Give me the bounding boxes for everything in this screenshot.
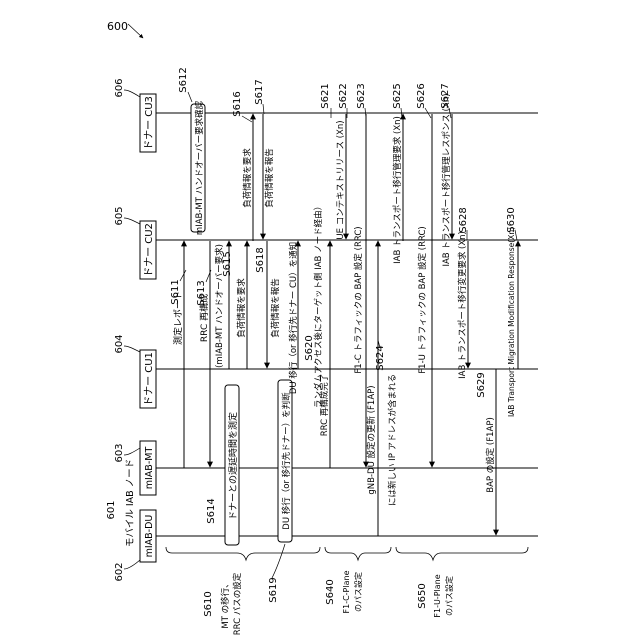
node-mt-ref: 603 bbox=[114, 443, 125, 462]
msg-s625-ref: S625 bbox=[392, 83, 403, 108]
msg-s617-ref: S617 bbox=[254, 79, 265, 104]
phase-p640-line2: のパス設定 bbox=[353, 572, 363, 612]
box-s619-label: DU 移行（or 移行先ドナー）を判断 bbox=[281, 392, 292, 530]
node-cu2-label: ドナー CU2 bbox=[143, 223, 155, 277]
msg-s621-ref: S621 bbox=[320, 83, 331, 108]
box-s612-ref: S612 bbox=[178, 67, 189, 92]
node-du-label: mIAB-DU bbox=[144, 515, 155, 558]
msg-s630-label: IAB Transport Migration Modification Res… bbox=[507, 227, 516, 417]
msg-s617-label: 負荷情報を報告 bbox=[264, 148, 275, 208]
msg-s625-label: IAB トランスポート移行管理要求 (Xn) bbox=[392, 116, 403, 264]
msg-s611-ref: S611 bbox=[170, 279, 181, 304]
figure-number-arrow bbox=[128, 24, 143, 38]
figure-number: 600 bbox=[107, 20, 128, 33]
msg-s630-ref: S630 bbox=[506, 207, 517, 232]
node-group-601: モバイル IAB ノード 601 bbox=[106, 459, 136, 547]
brace-p650 bbox=[396, 547, 528, 560]
msg-s629-label: BAP の設定 (F1AP) bbox=[485, 417, 496, 493]
msg-s626-ref: S626 bbox=[416, 83, 427, 108]
phase-p640-line1: F1-C-Plane bbox=[342, 570, 351, 613]
node-cu1-label: ドナー CU1 bbox=[143, 352, 155, 406]
msg-s622-ref: S622 bbox=[338, 83, 349, 108]
box-s612-label: mIAB-MT ハンドオーバー要求確認 bbox=[194, 100, 205, 235]
msg-s623-ref: S623 bbox=[356, 83, 367, 108]
msg-s615-ref: S615 bbox=[222, 251, 233, 276]
box-s614-label: ドナーとの遅延時間を測定 bbox=[227, 412, 239, 520]
msg-s616-ref: S616 bbox=[232, 91, 243, 116]
node-cu3-ref: 606 bbox=[114, 78, 125, 97]
msg-s616-label: 負荷情報を要求 bbox=[242, 148, 253, 208]
msg-s623-label: F1-C トラフィックの BAP 設定 (RRC) bbox=[353, 226, 364, 373]
node-cu1: ドナー CU1 604 bbox=[114, 334, 156, 408]
phase-p610-line2: RRC パスの設定 bbox=[232, 572, 243, 635]
group-label: モバイル IAB ノード bbox=[125, 459, 136, 547]
box-s614-ref: S614 bbox=[206, 498, 217, 523]
phase-p650-ref: S650 bbox=[417, 583, 428, 608]
msg-s621-label: ランダムアクセス後にターゲット側 IAB ノード経由） bbox=[313, 202, 324, 408]
phase-p650-line1: F1-U-Plane bbox=[433, 574, 442, 617]
msg-s628-ref: S628 bbox=[458, 207, 469, 232]
msg-s629-ref: S629 bbox=[476, 372, 487, 397]
phase-p610-line1: MT の移行、 bbox=[220, 579, 231, 628]
phase-p610-ref: S610 bbox=[203, 591, 214, 616]
msg-s622-label: UE コンテキストリリース (Xn) bbox=[336, 120, 346, 239]
msg-s618-ref: S618 bbox=[255, 247, 266, 272]
msg-s626-label: F1-U トラフィックの BAP 設定 (RRC) bbox=[417, 226, 428, 373]
msg-s620-label: DU 移行（or 移行先ドナー CU）を通知 bbox=[288, 242, 299, 394]
node-mt-label: mIAB-MT bbox=[144, 447, 155, 490]
brace-p610 bbox=[166, 547, 320, 560]
msg-s624-ref: S624 bbox=[375, 345, 386, 370]
msg-s618-label: 負荷情報を報告 bbox=[270, 278, 281, 338]
msg-s615b-label: 負荷情報を要求 bbox=[236, 278, 247, 338]
node-cu3: ドナー CU3 606 bbox=[114, 78, 156, 152]
node-cu2: ドナー CU2 605 bbox=[114, 206, 156, 279]
box-s619-ref: S619 bbox=[268, 577, 279, 602]
phase-p640-ref: S640 bbox=[325, 579, 336, 604]
msg-s627-ref: S627 bbox=[440, 83, 451, 108]
node-cu3-label: ドナー CU3 bbox=[143, 96, 155, 150]
node-cu2-ref: 605 bbox=[114, 206, 125, 225]
msg-s624b-label: には新しい IP アドレスが含まれる bbox=[387, 374, 398, 506]
msg-s627-label: IAB トランスポート移行管理レスポンス (Xn) bbox=[441, 93, 452, 266]
phase-p650-line2: のパス設定 bbox=[444, 576, 454, 616]
node-cu1-ref: 604 bbox=[114, 334, 125, 353]
msg-s613-ref: S613 bbox=[196, 280, 207, 305]
msg-s624-label: gNB-DU 設定の更新 (F1AP) bbox=[366, 385, 377, 494]
msg-s628-label: IAB トランスポート移行変更要求 (Xn) bbox=[457, 231, 468, 379]
node-du-ref: 602 bbox=[114, 562, 125, 581]
group-ref: 601 bbox=[106, 500, 117, 519]
brace-p640 bbox=[325, 547, 391, 560]
